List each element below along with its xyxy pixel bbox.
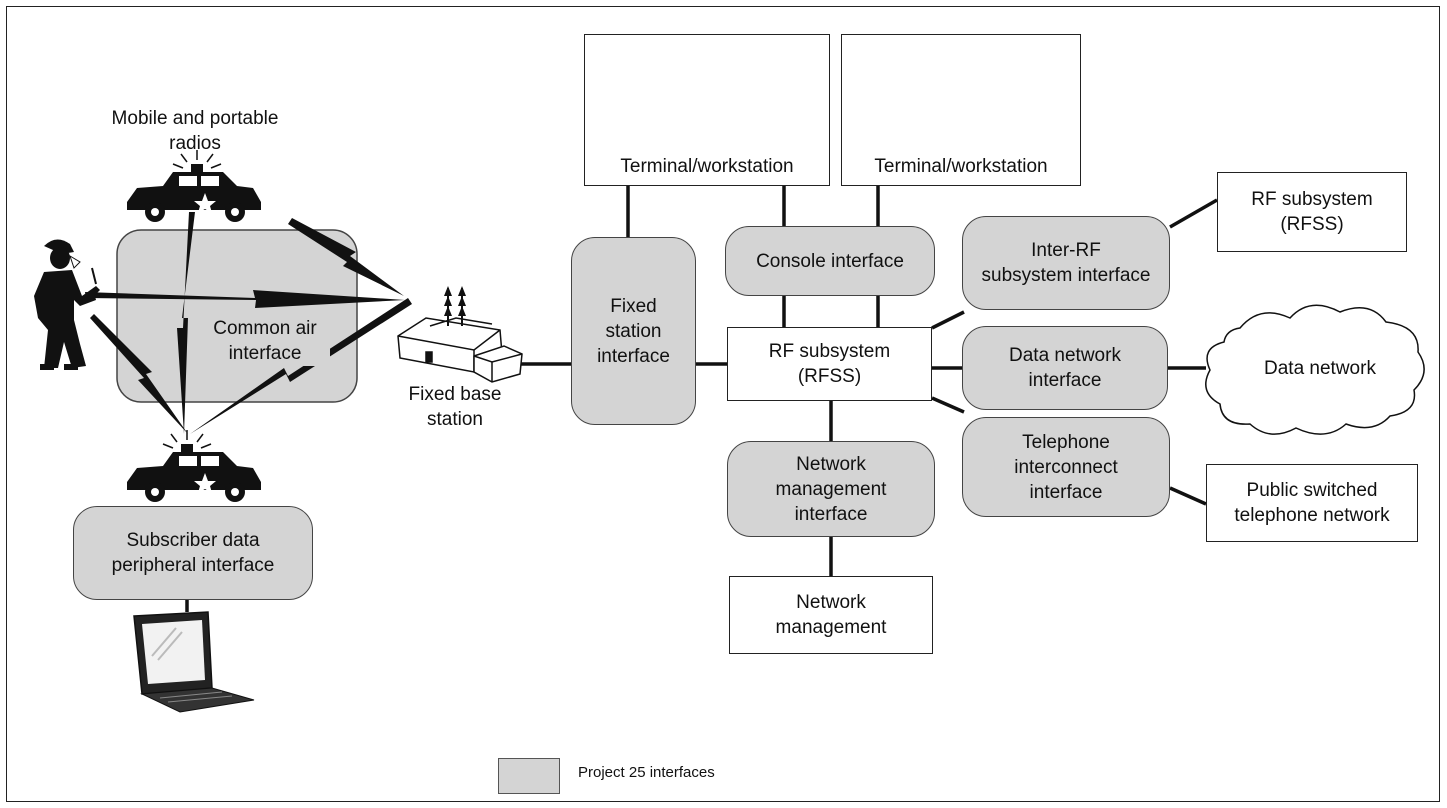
lightning-link-icon xyxy=(177,212,195,434)
data-network-label: Data network xyxy=(1264,358,1376,379)
inter-rf-subsystem-interface: Inter-RF subsystem interface xyxy=(962,216,1170,310)
legend-swatch xyxy=(498,758,560,794)
data-network-interface: Data network interface xyxy=(962,326,1168,410)
common-air-interface-label: Common air interface xyxy=(200,316,330,366)
line-rfss-telephone xyxy=(931,396,965,414)
lightning-link-icon xyxy=(190,298,412,434)
console-interface: Console interface xyxy=(725,226,935,296)
rf-subsystem-center: RF subsystem (RFSS) xyxy=(727,327,932,401)
radio-links xyxy=(85,212,412,434)
figure-frame xyxy=(6,6,1440,802)
rf-subsystem-remote: RF subsystem (RFSS) xyxy=(1217,172,1407,252)
fixed-station-interface: Fixed station interface xyxy=(571,237,696,425)
lightning-link-icon xyxy=(85,290,405,308)
subscriber-data-peripheral-interface: Subscriber data peripheral interface xyxy=(73,506,313,600)
terminal-workstation-2-label: Terminal/workstation xyxy=(874,156,1048,177)
laptop-icon xyxy=(133,611,255,713)
lightning-link-icon xyxy=(90,314,188,434)
line-rfss-interrf xyxy=(931,310,965,330)
lightning-link-icon xyxy=(288,218,404,296)
line-telephone-pstn xyxy=(1169,486,1207,506)
network-management-interface: Network management interface xyxy=(727,441,935,537)
line-interrf-rfss xyxy=(1169,198,1218,229)
telephone-interconnect-interface: Telephone interconnect interface xyxy=(962,417,1170,517)
police-car-icon xyxy=(127,430,261,502)
cloud-icon xyxy=(1205,304,1425,435)
mobile-radios-label: Mobile and portable radios xyxy=(111,108,279,154)
terminal-workstation-1-label: Terminal/workstation xyxy=(620,156,794,177)
network-management: Network management xyxy=(729,576,933,654)
public-switched-telephone-network: Public switched telephone network xyxy=(1206,464,1418,542)
police-car-icon xyxy=(127,150,261,222)
fixed-base-station-label: Fixed base station xyxy=(408,384,502,430)
firefighter-icon xyxy=(34,239,100,370)
terminal-workstation-1: Terminal/workstation xyxy=(584,34,830,186)
terminal-workstation-2: Terminal/workstation xyxy=(841,34,1081,186)
legend-label: Project 25 interfaces xyxy=(578,764,715,781)
base-station-icon xyxy=(397,286,523,383)
